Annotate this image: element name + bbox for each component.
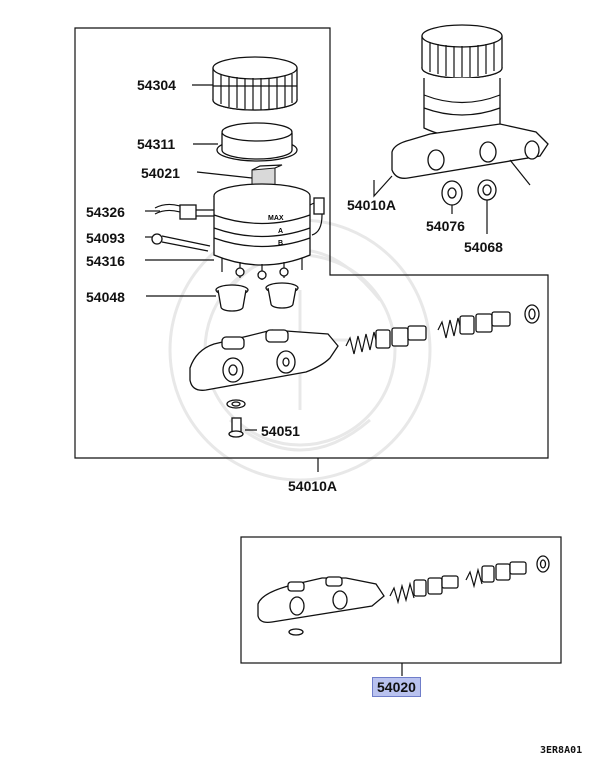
leader-lines bbox=[145, 84, 488, 676]
drawing-code: 3ER8A01 bbox=[540, 745, 583, 756]
repair-kit-frame bbox=[240, 536, 562, 664]
reservoir-body bbox=[213, 183, 311, 280]
b-mark: B bbox=[278, 240, 283, 247]
label-54311: 54311 bbox=[137, 136, 176, 152]
repair-kit-cylinder-body bbox=[257, 576, 385, 636]
level-sensor-wire bbox=[154, 197, 325, 236]
primary-secondary-pistons bbox=[345, 304, 540, 355]
label-54093: 54093 bbox=[86, 230, 125, 246]
reservoir-nut bbox=[441, 180, 463, 206]
label-54304: 54304 bbox=[137, 77, 176, 93]
max-mark: MAX bbox=[268, 215, 284, 222]
reservoir-bolt bbox=[151, 233, 211, 252]
a-mark: A bbox=[278, 228, 283, 235]
assembled-master-cylinder bbox=[391, 24, 549, 186]
label-54021: 54021 bbox=[141, 165, 180, 181]
label-54076: 54076 bbox=[426, 218, 465, 234]
label-54010a-main: 54010A bbox=[288, 478, 338, 494]
repair-kit-pistons bbox=[389, 555, 550, 605]
cylinder-body bbox=[189, 329, 339, 391]
union-bolt bbox=[226, 399, 246, 438]
label-54326: 54326 bbox=[86, 204, 125, 220]
label-54068: 54068 bbox=[464, 239, 503, 255]
label-54010a-assembled: 54010A bbox=[347, 197, 397, 213]
reservoir-grommets bbox=[215, 282, 299, 312]
label-54020-highlighted[interactable]: 54020 bbox=[372, 677, 421, 697]
label-54316: 54316 bbox=[86, 253, 125, 269]
label-54048: 54048 bbox=[86, 289, 125, 305]
label-54051: 54051 bbox=[261, 423, 300, 439]
reservoir-grommet-ring bbox=[477, 179, 497, 201]
reservoir-diaphragm bbox=[216, 122, 298, 162]
main-assembly-frame bbox=[74, 27, 549, 459]
reservoir-cap bbox=[212, 56, 298, 111]
